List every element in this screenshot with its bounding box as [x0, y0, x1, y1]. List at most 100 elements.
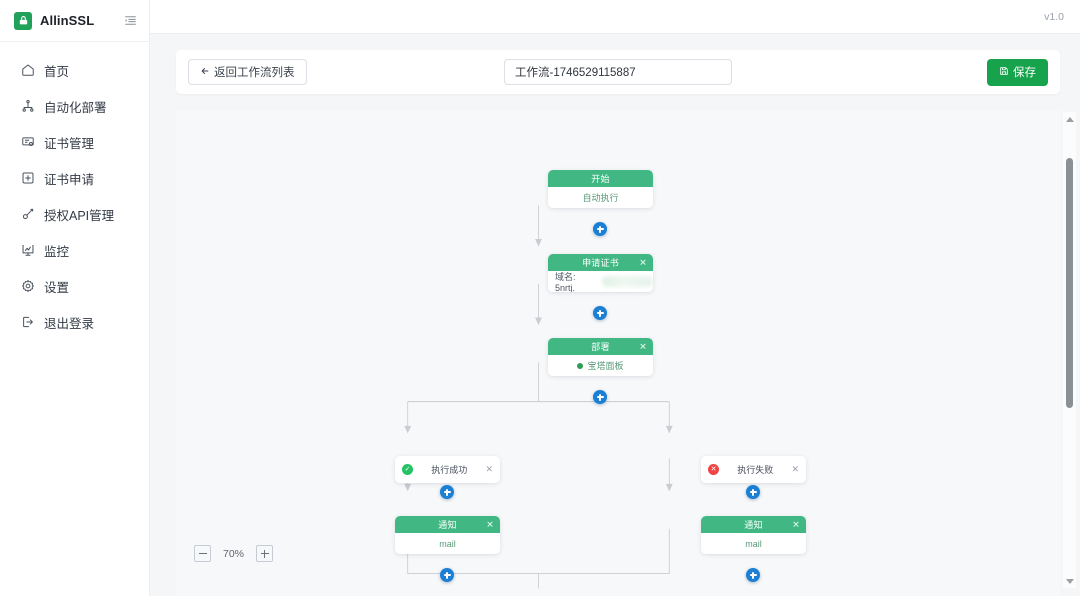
lock-icon: [14, 11, 32, 30]
logout-icon: [20, 315, 35, 330]
sidebar-item-label: 设置: [44, 280, 70, 295]
sidebar-collapse-icon[interactable]: [121, 12, 139, 30]
canvas-zoom-control: 70%: [194, 545, 274, 562]
zoom-level-label: 70%: [223, 547, 245, 560]
node-subtitle: 宝塔面板: [587, 361, 624, 371]
sidebar-item-label: 自动化部署: [44, 100, 107, 115]
key-icon: [20, 207, 35, 222]
node-body: 宝塔面板: [548, 355, 653, 376]
close-icon[interactable]: ✕: [639, 257, 647, 267]
sidebar-item-automation-deploy[interactable]: 自动化部署: [0, 88, 149, 124]
node-body: mail: [395, 533, 500, 554]
workflow-node-apply-certificate[interactable]: 申请证书 ✕ 域名: 5nrtj.: [548, 254, 653, 292]
node-header: 开始: [548, 170, 653, 187]
workflow-node-deploy[interactable]: 部署 ✕ 宝塔面板: [548, 338, 653, 376]
close-icon[interactable]: ✕: [791, 464, 799, 474]
add-node-button-after-notify-success[interactable]: [440, 568, 454, 582]
back-button-label: 返回工作流列表: [214, 67, 295, 79]
chevron-up-icon[interactable]: [1063, 112, 1076, 126]
sidebar-item-label: 授权API管理: [44, 208, 115, 223]
zoom-out-button[interactable]: [194, 545, 211, 562]
sidebar-item-certificate-manage[interactable]: 证书管理: [0, 124, 149, 160]
close-icon[interactable]: ✕: [792, 519, 800, 529]
content-area: 返回工作流列表 保存: [150, 34, 1080, 596]
workflow-name-input[interactable]: [504, 59, 732, 85]
close-icon[interactable]: ✕: [485, 464, 493, 474]
chevron-down-icon[interactable]: [1063, 574, 1076, 588]
redacted-domain-mask: [602, 276, 653, 287]
node-header: 申请证书 ✕: [548, 254, 653, 271]
sidebar-item-label: 证书管理: [44, 136, 95, 151]
node-title: 开始: [591, 174, 610, 184]
add-node-button-after-apply[interactable]: [593, 306, 607, 320]
close-icon[interactable]: ✕: [639, 341, 647, 351]
sidebar-item-label: 退出登录: [44, 316, 95, 331]
brand-header: AllinSSL: [0, 0, 149, 42]
add-node-button-after-deploy[interactable]: [593, 390, 607, 404]
brand-name: AllinSSL: [40, 13, 95, 28]
close-icon[interactable]: ✕: [486, 519, 494, 529]
node-title: 通知: [438, 520, 457, 530]
node-subtitle: 自动执行: [582, 193, 619, 203]
gear-icon: [20, 279, 35, 294]
scrollbar-track[interactable]: [1063, 126, 1076, 574]
node-body: 自动执行: [548, 187, 653, 208]
workflow-toolbar: 返回工作流列表 保存: [176, 50, 1060, 94]
node-title: 申请证书: [582, 258, 619, 268]
node-title: 部署: [591, 342, 610, 352]
error-circle-icon: ✕: [708, 464, 719, 475]
node-subtitle: mail: [439, 538, 456, 549]
node-title: 执行失败: [737, 465, 774, 475]
node-title: 通知: [744, 520, 763, 530]
sidebar-item-logout[interactable]: 退出登录: [0, 304, 149, 340]
check-circle-icon: ✓: [402, 464, 413, 475]
add-node-button-after-notify-failure[interactable]: [746, 568, 760, 582]
main-area: v1.0 返回工作流列表: [150, 0, 1080, 596]
flow-viewport: 开始 自动执行 申请证书 ✕ 域名: 5: [176, 110, 1060, 596]
workflow-node-branch-success[interactable]: ✓ 执行成功 ✕: [395, 456, 500, 483]
workflow-canvas[interactable]: 开始 自动执行 申请证书 ✕ 域名: 5: [176, 110, 1060, 596]
workflow-node-notify-failure[interactable]: 通知 ✕ mail: [701, 516, 806, 554]
add-node-button-after-branch-success[interactable]: [440, 485, 454, 499]
monitor-icon: [20, 243, 35, 258]
plus-square-icon: [20, 171, 35, 186]
sidebar-nav: 首页 自动化部署: [0, 42, 149, 340]
back-to-workflow-list-button[interactable]: 返回工作流列表: [188, 59, 307, 85]
sidebar-item-certificate-apply[interactable]: 证书申请: [0, 160, 149, 196]
sidebar-item-settings[interactable]: 设置: [0, 268, 149, 304]
certificate-icon: [20, 135, 35, 150]
node-header: 通知 ✕: [395, 516, 500, 533]
sidebar: AllinSSL 首页: [0, 0, 150, 596]
scrollbar-thumb[interactable]: [1066, 158, 1073, 408]
workflow-node-branch-failure[interactable]: ✕ 执行失败 ✕: [701, 456, 806, 483]
node-body: mail: [701, 533, 806, 554]
sidebar-item-api-authorization[interactable]: 授权API管理: [0, 196, 149, 232]
workflow-node-notify-success[interactable]: 通知 ✕ mail: [395, 516, 500, 554]
node-subtitle: mail: [745, 538, 762, 549]
add-node-button-after-branch-failure[interactable]: [746, 485, 760, 499]
sitemap-icon: [20, 99, 35, 114]
sidebar-item-label: 证书申请: [44, 172, 95, 187]
add-node-button-after-start[interactable]: [593, 222, 607, 236]
sidebar-item-label: 首页: [44, 64, 70, 79]
home-icon: [20, 63, 35, 78]
sidebar-item-home[interactable]: 首页: [0, 52, 149, 88]
arrow-left-icon: [200, 66, 210, 79]
workflow-node-start[interactable]: 开始 自动执行: [548, 170, 653, 208]
node-body: 域名: 5nrtj.: [548, 271, 653, 292]
sidebar-item-monitor[interactable]: 监控: [0, 232, 149, 268]
vertical-scrollbar[interactable]: [1063, 112, 1076, 588]
node-subtitle: 域名: 5nrtj.: [555, 272, 576, 292]
sidebar-item-label: 监控: [44, 244, 70, 259]
save-button-label: 保存: [1013, 67, 1036, 79]
node-header: 通知 ✕: [701, 516, 806, 533]
node-title: 执行成功: [431, 465, 468, 475]
save-button[interactable]: 保存: [987, 58, 1048, 86]
green-dot-icon: [577, 362, 584, 369]
app-version: v1.0: [1044, 10, 1064, 23]
zoom-in-button[interactable]: [256, 545, 274, 562]
node-header: 部署 ✕: [548, 338, 653, 355]
save-disk-icon: [999, 66, 1009, 79]
topbar: v1.0: [150, 0, 1080, 34]
